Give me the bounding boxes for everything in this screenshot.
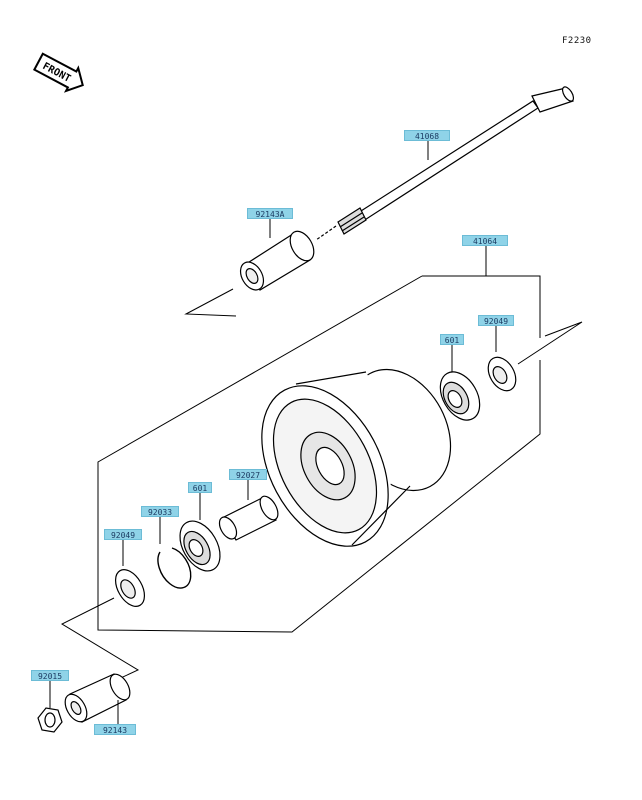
front-arrow-icon: FRONT: [32, 52, 84, 93]
callout-bearing-right[interactable]: 601: [440, 334, 464, 345]
callout-seal-left[interactable]: 92049: [104, 529, 142, 540]
upper-collar: [239, 230, 315, 291]
callout-axle-nut[interactable]: 92015: [31, 670, 69, 681]
callout-axle[interactable]: 41068: [404, 130, 450, 141]
callout-axle-collar-upper[interactable]: 92143A: [247, 208, 293, 219]
seal-right: [487, 356, 517, 392]
seal-left: [114, 569, 146, 607]
wheel-hub: [261, 362, 452, 548]
axle-nut: [37, 707, 63, 733]
callout-hub-assembly[interactable]: 41064: [462, 235, 508, 246]
distance-collar: [218, 495, 279, 541]
callout-circlip[interactable]: 92033: [141, 506, 179, 517]
figure-id: F2230: [562, 36, 592, 46]
callout-bearing-left[interactable]: 601: [188, 482, 212, 493]
callout-axle-collar-lower[interactable]: 92143: [94, 724, 136, 735]
lower-collar: [64, 673, 131, 723]
callout-distance-collar[interactable]: 92027: [229, 469, 267, 480]
callout-seal-right[interactable]: 92049: [478, 315, 514, 326]
bearing-left: [179, 520, 221, 572]
axle-shaft: [315, 86, 575, 241]
bearing-right: [439, 371, 481, 421]
circlip: [157, 547, 192, 589]
